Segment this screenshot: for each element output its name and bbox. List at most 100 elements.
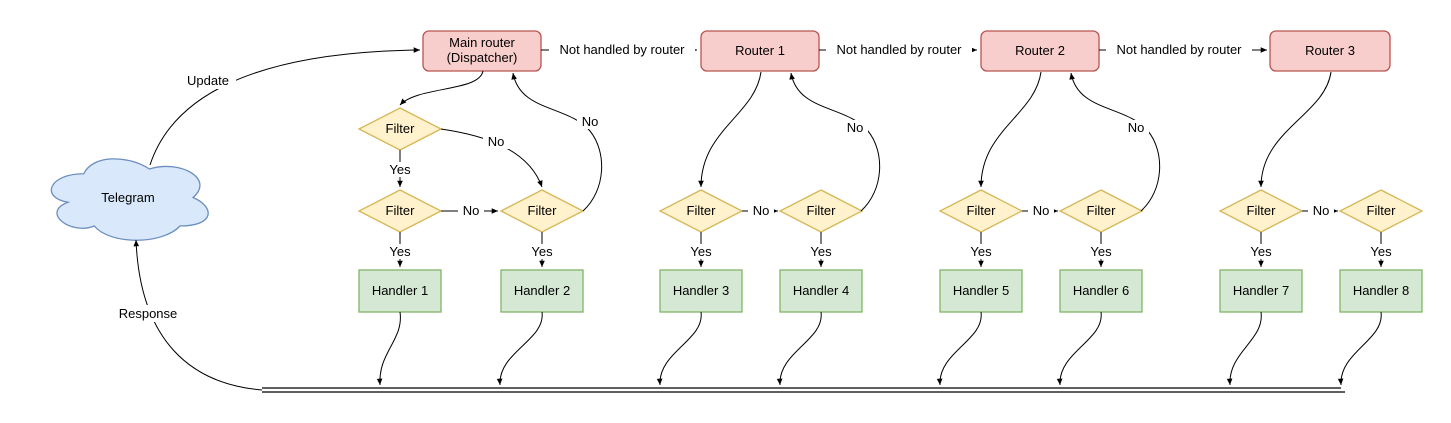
edge-router2-to-filter: [978, 71, 1042, 188]
edge-label-yes-7: Yes: [1247, 244, 1275, 259]
node-router-2: [980, 30, 1100, 72]
label-bg: [112, 305, 185, 322]
edge-label-yes-6: Yes: [1087, 244, 1115, 259]
label-bg: [826, 41, 972, 59]
label-bg: [807, 244, 835, 259]
yes-label: Yes: [389, 244, 411, 259]
label-bg: [1087, 244, 1115, 259]
telegram-label: Telegram: [101, 190, 154, 205]
edge-handler7-to-bus: [1226, 311, 1262, 386]
update-label: Update: [187, 73, 229, 88]
edge-handler4-to-bus: [776, 311, 822, 386]
filter-label: Filter: [1367, 203, 1397, 218]
filter-label: Filter: [386, 121, 416, 136]
edge-label-no-7: No: [1308, 203, 1334, 218]
router-2-label: Router 2: [1015, 43, 1065, 58]
telegram-cloud: [50, 158, 209, 241]
label-bg: [483, 134, 509, 149]
edge-router3-to-filter: [1258, 71, 1332, 188]
no-label: No: [1033, 203, 1050, 218]
filter-label: Filter: [1247, 203, 1277, 218]
edge-label-no-1: No: [458, 203, 484, 218]
handler-1-label: Handler 1: [372, 283, 428, 298]
edge-response: [133, 239, 263, 391]
label-bg: [842, 120, 868, 135]
label-bg: [1247, 244, 1275, 259]
node-handler-3: [659, 269, 743, 313]
no-label: No: [847, 120, 864, 135]
label-bg: [386, 244, 414, 259]
no-label: No: [463, 203, 480, 218]
main-router-label-line2: (Dispatcher): [447, 50, 518, 65]
node-handler-1: [358, 269, 442, 313]
router-3-label: Router 3: [1305, 43, 1355, 58]
label-bg: [458, 203, 484, 218]
edge-handler5-to-bus: [936, 311, 982, 386]
filter-label: Filter: [528, 203, 558, 218]
main-router-label-line1: Main router: [449, 35, 515, 50]
node-handler-6: [1059, 269, 1143, 313]
no-label: No: [1313, 203, 1330, 218]
label-bg: [687, 244, 715, 259]
yes-label: Yes: [531, 244, 553, 259]
edge-label-not-handled-2: Not handled by router: [826, 41, 972, 59]
node-handler-8: [1339, 269, 1423, 313]
edge-label-not-handled-1: Not handled by router: [549, 41, 695, 59]
edge-label-yes-8: Yes: [1367, 244, 1395, 259]
edge-label-yes-5: Yes: [967, 244, 995, 259]
label-bg: [386, 162, 414, 177]
edge-label-no-return-main: No: [577, 114, 603, 129]
edge-handler1-to-bus: [376, 311, 401, 386]
edge-label-yes-3: Yes: [687, 244, 715, 259]
yes-label: Yes: [1090, 244, 1112, 259]
edge-handler8-to-bus: [1337, 311, 1382, 386]
label-bg: [577, 114, 603, 129]
label-bg: [1367, 244, 1395, 259]
yes-label: Yes: [690, 244, 712, 259]
no-label: No: [1128, 120, 1145, 135]
no-label: No: [753, 203, 770, 218]
edge-update: [149, 47, 421, 166]
node-handler-7: [1219, 269, 1303, 313]
handler-4-label: Handler 4: [793, 283, 849, 298]
node-main-router: [422, 30, 542, 72]
edge-router1-to-filter: [698, 71, 762, 188]
response-label: Response: [119, 306, 178, 321]
filter-label: Filter: [386, 203, 416, 218]
handler-5-label: Handler 5: [953, 283, 1009, 298]
edge-label-yes-1: Yes: [386, 244, 414, 259]
edge-handler3-to-bus: [656, 311, 702, 386]
yes-label: Yes: [970, 244, 992, 259]
filter-label: Filter: [807, 203, 837, 218]
filter-label: Filter: [687, 203, 717, 218]
edge-filter6-no-return: [1069, 72, 1161, 212]
yes-label: Yes: [389, 162, 411, 177]
filter-label: Filter: [967, 203, 997, 218]
edge-label-no-filter-top: No: [483, 134, 509, 149]
no-label: No: [582, 114, 599, 129]
edge-filter4-no-return: [789, 72, 881, 212]
yes-label: Yes: [810, 244, 832, 259]
edge-label-no-return-router2: No: [1122, 120, 1149, 135]
label-bg: [967, 244, 995, 259]
node-router-3: [1269, 30, 1391, 72]
edge-label-yes-2: Yes: [528, 244, 556, 259]
label-bg: [180, 72, 236, 89]
handler-8-label: Handler 8: [1353, 283, 1409, 298]
edge-filter2-no-return: [511, 72, 603, 212]
handler-6-label: Handler 6: [1073, 283, 1129, 298]
edge-handler6-to-bus: [1056, 311, 1102, 386]
label-bg: [1122, 120, 1149, 135]
edge-label-update: Update: [180, 72, 236, 89]
edge-main-router-to-filter: [399, 70, 484, 106]
edge-handler2-to-bus: [496, 311, 543, 386]
handler-7-label: Handler 7: [1233, 283, 1289, 298]
handler-3-label: Handler 3: [673, 283, 729, 298]
edge-label-yes-4: Yes: [807, 244, 835, 259]
edge-label-response: Response: [112, 305, 185, 322]
edge-label-not-handled-3: Not handled by router: [1106, 41, 1252, 59]
label-bg: [549, 41, 695, 59]
filter-label: Filter: [1087, 203, 1117, 218]
